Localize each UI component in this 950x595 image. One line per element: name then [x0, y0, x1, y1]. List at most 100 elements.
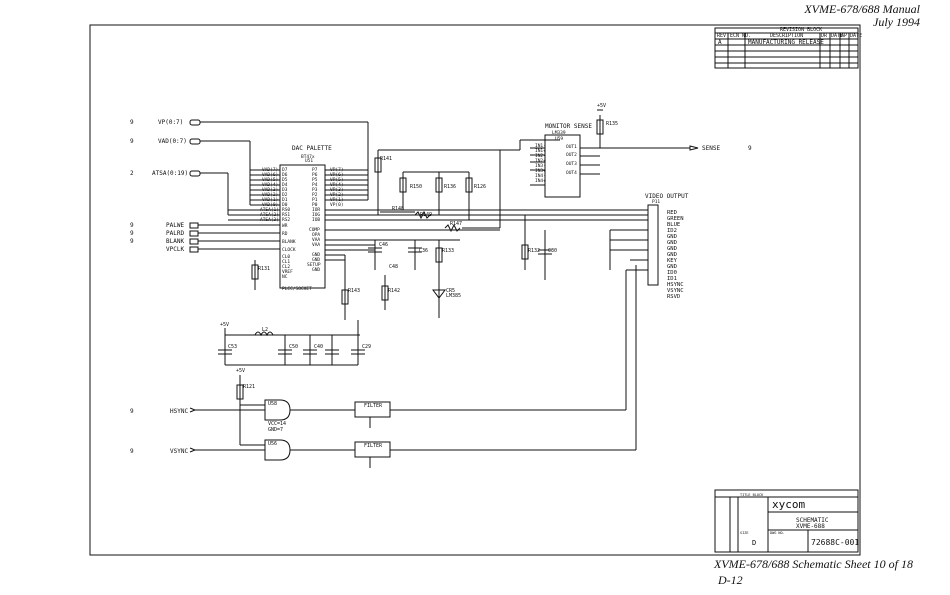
- revision-block: [714, 27, 859, 69]
- video-output-connector: [647, 204, 659, 286]
- manual-date: July 1994: [873, 15, 920, 29]
- lbl-r143: R143: [348, 288, 360, 294]
- lbl-c48: C48: [389, 264, 398, 270]
- dr-col: DR: [821, 33, 828, 39]
- pin-iob: IOB: [312, 217, 320, 223]
- mon-in2p: IN2+: [535, 158, 546, 164]
- vo-blue: BLUE: [667, 222, 680, 228]
- lbl-cr5-part: LM385: [446, 293, 461, 299]
- pin-d4: D4: [282, 182, 288, 188]
- mon-out3: OUT3: [566, 161, 577, 167]
- title-line-1: SCHEMATIC: [796, 517, 829, 524]
- pin-rs2: RS2: [282, 217, 290, 223]
- title-block: [714, 489, 859, 553]
- pin-d3: D3: [282, 187, 288, 193]
- lbl-r142: R142: [388, 288, 400, 294]
- lbl-r141: R141: [380, 156, 392, 162]
- pin-p4: P4: [312, 182, 318, 188]
- revision-description: MANUFACTURING RELEASE: [748, 39, 824, 46]
- lbl-r147: R147: [450, 221, 462, 227]
- mon-in1p: IN1+: [535, 148, 546, 154]
- pin-nc: NC: [282, 274, 288, 280]
- vo-green: GREEN: [667, 216, 684, 222]
- pin-d0: D0: [282, 202, 288, 208]
- vo-vsync: VSYNC: [667, 288, 684, 294]
- net-vad4: VAD(4): [262, 182, 278, 188]
- lbl-r126: R126: [474, 184, 486, 190]
- dac-title: DAC PALETTE: [292, 145, 332, 152]
- net-vad3: VAD(3): [262, 187, 278, 193]
- pin-vaa1: VAA: [312, 237, 320, 243]
- desc-col: DESCRIPTION: [770, 33, 803, 39]
- net-vad0: VAD(0): [262, 202, 278, 208]
- lbl-filter1: FILTER: [364, 403, 383, 409]
- sig-blank: BLANK: [166, 238, 184, 245]
- net-vad6: VAD(6): [262, 172, 278, 178]
- net-atsa3: ATSA(3): [260, 217, 279, 223]
- ref-hsync: 9: [130, 408, 134, 415]
- dac-palette-chip: [279, 164, 326, 289]
- pin-rs1: RS1: [282, 212, 290, 218]
- revision-letter: A: [718, 39, 722, 46]
- date2-col: DATE: [850, 33, 862, 39]
- lbl-r136: R136: [444, 184, 456, 190]
- lbl-gnd: GND=7: [268, 427, 283, 433]
- pin-p3: P3: [312, 187, 318, 193]
- sig-palrd: PALRD: [166, 230, 184, 237]
- pin-opa: OPA: [312, 232, 320, 238]
- lbl-plus5-b: +5V: [236, 368, 245, 374]
- vo-rsvd: RSVD: [667, 294, 680, 300]
- pin-p0: P0: [312, 202, 318, 208]
- video-output-title: VIDEO OUTPUT: [645, 193, 689, 200]
- sig-vsync: VSYNC: [170, 448, 188, 455]
- sig-vpclk: VPCLK: [166, 246, 184, 253]
- ref-vsync: 9: [130, 448, 134, 455]
- sheet-caption: XVME-678/688 Schematic Sheet 10 of 18: [714, 557, 913, 571]
- ecn-col: ECN NO.: [730, 33, 751, 39]
- monitor-title: MONITOR SENSE: [545, 123, 592, 130]
- net-atsa2: ATSA(2): [260, 212, 279, 218]
- manual-title: XVME-678/688 Manual: [804, 2, 920, 16]
- dwg-no-label: DWG NO.: [770, 531, 785, 535]
- lbl-r121: R121: [243, 384, 255, 390]
- mon-in4n: IN4-: [535, 173, 546, 179]
- vo-hsync: HSYNC: [667, 282, 684, 288]
- lbl-r148: R148: [392, 206, 404, 212]
- pin-vaa2: VAA: [312, 242, 320, 248]
- pin-gnd1: GND: [312, 252, 320, 258]
- lbl-r149: R149: [420, 212, 432, 218]
- net-vad5: VAD(5): [262, 177, 278, 183]
- pin-rd: RD: [282, 231, 288, 237]
- pin-iog: IOG: [312, 212, 320, 218]
- net-vp2: VP(2): [330, 192, 344, 198]
- vo-gnd4: GND: [667, 252, 677, 258]
- mon-in3n: IN3-: [535, 163, 546, 169]
- pin-clock: CLOCK: [282, 247, 296, 253]
- pin-wr: WR: [282, 223, 288, 229]
- size-value: D: [752, 539, 756, 547]
- lbl-r135: R135: [606, 121, 618, 127]
- pin-cl1: CL1: [282, 259, 290, 265]
- net-vp3: VP(3): [330, 187, 344, 193]
- pin-p6: P6: [312, 172, 318, 178]
- net-atsa1: ATSA(1): [260, 207, 279, 213]
- pin-d5: D5: [282, 177, 288, 183]
- lbl-r150: R150: [410, 184, 422, 190]
- date-col: DATE: [831, 33, 843, 39]
- sig-palwe: PALWE: [166, 222, 184, 229]
- pin-d7: D7: [282, 167, 288, 173]
- dac-part: BT47x: [301, 154, 315, 160]
- lbl-plus5-c: +5V: [597, 103, 606, 109]
- lbl-vcc: VCC=14: [268, 421, 286, 427]
- ap-col: AP: [841, 33, 847, 39]
- page-number: D-12: [718, 573, 743, 587]
- size-label: SIZE: [740, 531, 748, 535]
- lbl-c50: C50: [289, 344, 298, 350]
- net-vp4: VP(4): [330, 182, 344, 188]
- lbl-c29: C29: [362, 344, 371, 350]
- pin-p2: P2: [312, 192, 318, 198]
- pin-gnd3: GND: [312, 267, 320, 273]
- mon-in3p: IN3+: [535, 168, 546, 174]
- ref-atsa: 2: [130, 170, 134, 177]
